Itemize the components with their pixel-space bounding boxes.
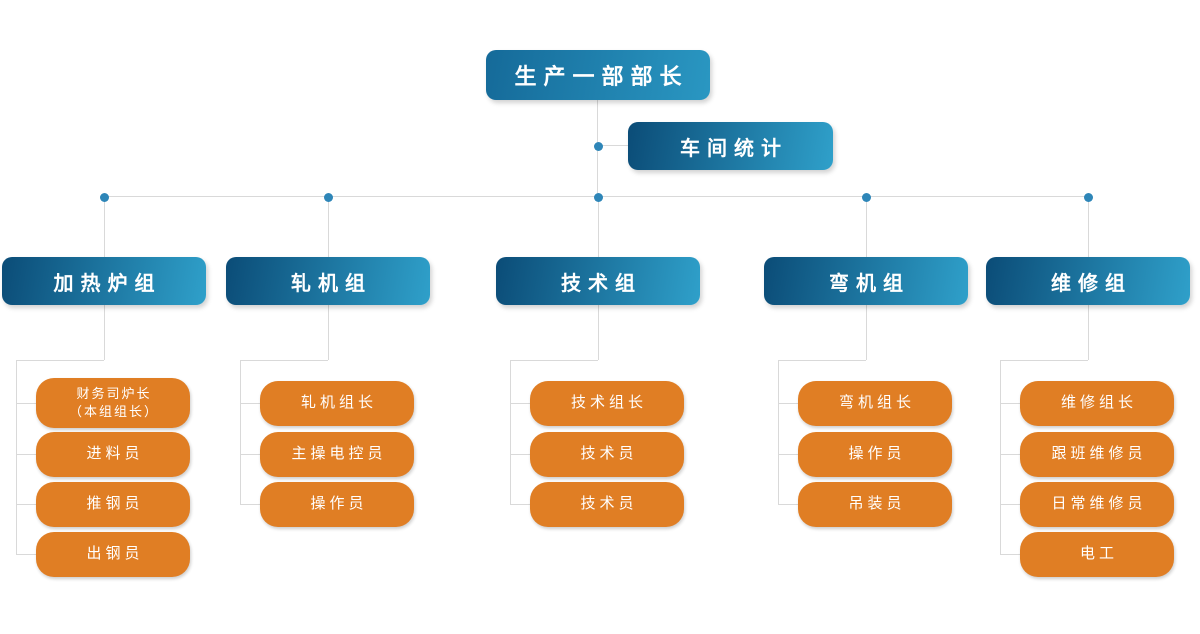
member-label: 吊装员 xyxy=(848,495,906,513)
connector-line xyxy=(510,403,530,404)
connector-line xyxy=(866,197,867,257)
member-label: 弯机组长 xyxy=(838,394,915,412)
member-node: 操作员 xyxy=(260,482,414,527)
member-node: 出钢员 xyxy=(36,532,190,577)
group-label: 弯机组 xyxy=(829,272,910,295)
member-label: 日常维修员 xyxy=(1051,495,1147,513)
connector-line xyxy=(778,360,866,361)
connector-line xyxy=(778,454,798,455)
member-node: 主操电控员 xyxy=(260,432,414,477)
node-assistant: 车间统计 xyxy=(628,122,833,170)
connector-line xyxy=(16,454,36,455)
connector-line xyxy=(104,197,105,257)
member-node: 操作员 xyxy=(798,432,952,477)
connector-line xyxy=(16,504,36,505)
connector-line xyxy=(1000,360,1001,554)
member-node: 日常维修员 xyxy=(1020,482,1174,527)
connector-dot xyxy=(1083,192,1093,202)
member-node: 弯机组长 xyxy=(798,381,952,426)
connector-dot xyxy=(593,192,603,202)
member-node: 轧机组长 xyxy=(260,381,414,426)
connector-line xyxy=(328,305,329,360)
member-label: 主操电控员 xyxy=(291,445,387,463)
member-label: 维修组长 xyxy=(1060,394,1137,412)
member-label: 跟班维修员 xyxy=(1051,445,1147,463)
connector-dot xyxy=(861,192,871,202)
connector-dot xyxy=(593,141,603,151)
group-node-maintenance: 维修组 xyxy=(986,257,1190,305)
connector-line xyxy=(1000,554,1020,555)
node-root-label: 生产一部部长 xyxy=(514,64,689,89)
member-label: 技术员 xyxy=(580,445,638,463)
member-label: 进料员 xyxy=(86,445,144,463)
member-node: 技术员 xyxy=(530,432,684,477)
connector-line xyxy=(778,504,798,505)
connector-line xyxy=(240,403,260,404)
connector-line xyxy=(16,360,17,554)
member-label: 财务司炉长 （本组组长） xyxy=(68,386,159,419)
connector-line xyxy=(598,305,599,360)
connector-line xyxy=(866,305,867,360)
connector-line xyxy=(1000,454,1020,455)
node-root: 生产一部部长 xyxy=(486,50,710,100)
connector-line xyxy=(778,360,779,504)
connector-line xyxy=(240,504,260,505)
group-node-bending-machine: 弯机组 xyxy=(764,257,968,305)
group-node-heating-furnace: 加热炉组 xyxy=(2,257,206,305)
connector-dot xyxy=(323,192,333,202)
connector-line xyxy=(778,403,798,404)
connector-line xyxy=(510,504,530,505)
connector-line xyxy=(598,145,628,146)
member-node: 维修组长 xyxy=(1020,381,1174,426)
member-label: 技术员 xyxy=(580,495,638,513)
member-label: 推钢员 xyxy=(86,495,144,513)
connector-line xyxy=(240,454,260,455)
connector-line xyxy=(510,360,511,504)
group-label: 技术组 xyxy=(561,272,642,295)
member-node: 推钢员 xyxy=(36,482,190,527)
member-node: 技术员 xyxy=(530,482,684,527)
member-node: 财务司炉长 （本组组长） xyxy=(36,378,190,428)
connector-line xyxy=(104,305,105,360)
member-label: 轧机组长 xyxy=(300,394,377,412)
member-node: 电工 xyxy=(1020,532,1174,577)
member-label: 技术组长 xyxy=(570,394,647,412)
connector-line xyxy=(510,454,530,455)
group-node-rolling-mill: 轧机组 xyxy=(226,257,430,305)
connector-line xyxy=(1000,403,1020,404)
connector-line xyxy=(16,360,104,361)
member-label: 操作员 xyxy=(310,495,368,513)
connector-line xyxy=(240,360,241,504)
connector-line xyxy=(16,403,36,404)
member-label: 操作员 xyxy=(848,445,906,463)
connector-line xyxy=(328,197,329,257)
node-assistant-label: 车间统计 xyxy=(680,137,788,160)
member-label: 出钢员 xyxy=(86,545,144,563)
member-node: 进料员 xyxy=(36,432,190,477)
connector-line xyxy=(510,360,598,361)
group-node-technical: 技术组 xyxy=(496,257,700,305)
member-node: 跟班维修员 xyxy=(1020,432,1174,477)
group-label: 加热炉组 xyxy=(53,272,162,295)
connector-dot xyxy=(99,192,109,202)
connector-line xyxy=(1088,197,1089,257)
connector-line xyxy=(1088,305,1089,360)
member-label: 电工 xyxy=(1079,545,1118,563)
group-label: 维修组 xyxy=(1051,272,1132,295)
group-label: 轧机组 xyxy=(291,272,372,295)
connector-line xyxy=(1000,360,1088,361)
member-node: 技术组长 xyxy=(530,381,684,426)
connector-line xyxy=(1000,504,1020,505)
member-node: 吊装员 xyxy=(798,482,952,527)
connector-line xyxy=(16,554,36,555)
connector-line xyxy=(240,360,328,361)
connector-line xyxy=(598,197,599,257)
